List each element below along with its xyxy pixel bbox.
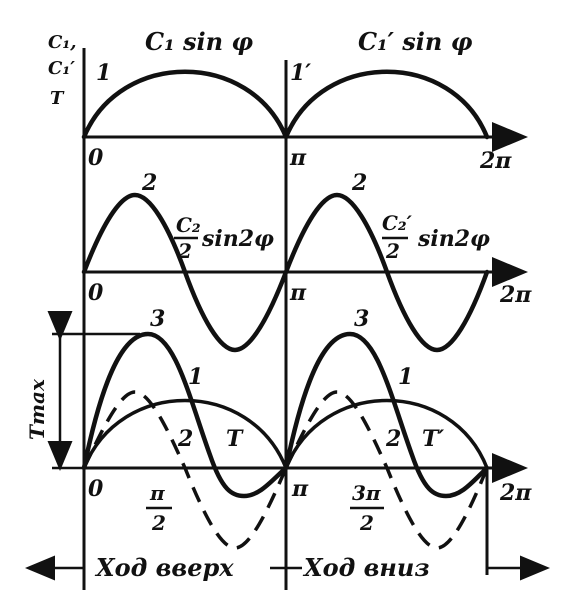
curve-c1-sin-phi — [81, 69, 289, 140]
curve-c2-sin2phi-first — [81, 192, 289, 353]
y-label-t: T — [50, 88, 65, 109]
y-label-c1p: C₁′ — [48, 58, 75, 79]
stroke-direction-footer: Ход вверх Ход вниз — [25, 553, 550, 582]
three-pi-half-numerator: 3π — [352, 481, 381, 505]
panel2-pi: π — [289, 280, 307, 306]
curve-2-dashed-second — [284, 390, 489, 550]
curve3-number-a: 3 — [150, 306, 165, 332]
curve1-number: 1 — [96, 60, 111, 86]
pi-half-numerator: π — [149, 481, 165, 505]
curve1-number-b: 1 — [398, 364, 413, 390]
panel-2: 2 2 C₂ 2 sin2φ C₂′ 2 sin2φ 0 π 2π — [81, 170, 532, 353]
curve2-label-denominator: 2 — [177, 239, 192, 263]
curve2-label: C₂ 2 sin2φ — [174, 213, 274, 263]
curve2p-label-numerator: C₂′ — [382, 211, 413, 235]
curve1p-label: C₁′ sin φ — [358, 27, 473, 56]
curve2-label-function: sin2φ — [201, 226, 274, 252]
stroke-up-label: Ход вверх — [94, 553, 234, 582]
curve2p-label-denominator: 2 — [385, 239, 400, 263]
stroke-down-label: Ход вниз — [302, 553, 430, 582]
curve-2-dashed-first — [82, 390, 288, 550]
curve-c1p-sin-phi — [283, 69, 490, 140]
curve-3-sum-first — [81, 331, 289, 499]
curve2-number-b: 2 — [351, 170, 367, 196]
curve2-label-numerator: C₂ — [176, 213, 201, 237]
panel3-origin: 0 — [88, 476, 104, 502]
tp-label: T′ — [422, 426, 444, 452]
curve-1-second-half — [284, 398, 489, 470]
panel2-two-pi: 2π — [499, 282, 532, 308]
panel1-two-pi: 2π — [479, 148, 512, 174]
panel2-origin: 0 — [88, 280, 104, 306]
panel3-two-pi: 2π — [499, 480, 532, 506]
y-label-c1: C₁, — [48, 32, 76, 53]
curve2-number-a: 2 — [141, 170, 157, 196]
three-pi-half-tick-label: 3π 2 — [350, 481, 384, 535]
pi-half-tick-label: π 2 — [146, 481, 172, 535]
curve2-number-a: 2 — [177, 426, 193, 452]
curve1p-number: 1′ — [290, 60, 311, 86]
panel3-pi: π — [291, 476, 309, 502]
panel1-origin: 0 — [88, 145, 104, 171]
curve-1-first-half — [82, 398, 288, 470]
curve2p-label: C₂′ 2 sin2φ — [382, 211, 490, 263]
pi-half-denominator: 2 — [151, 511, 166, 535]
curve3-number-b: 3 — [354, 306, 369, 332]
curve1-number-a: 1 — [188, 364, 203, 390]
panel1-pi: π — [289, 145, 307, 171]
panel-1: C₁ sin φ C₁′ sin φ 1 1′ C₁, C₁′ T 0 π 2π — [48, 27, 528, 174]
three-pi-half-denominator: 2 — [359, 511, 374, 535]
curve1-label: C₁ sin φ — [145, 27, 253, 56]
curve2p-label-function: sin2φ — [417, 226, 490, 252]
curve2-number-b: 2 — [385, 426, 401, 452]
tmax-label: Tmax — [25, 378, 49, 440]
curve-c2p-sin2phi-second — [283, 192, 490, 353]
t-label: T — [226, 426, 244, 452]
panel-3: Tmax 3 3 1 1 2 2 T T′ 0 π 2 π 3π 2 2π — [25, 306, 532, 550]
curve-3-sum-second — [283, 331, 490, 499]
